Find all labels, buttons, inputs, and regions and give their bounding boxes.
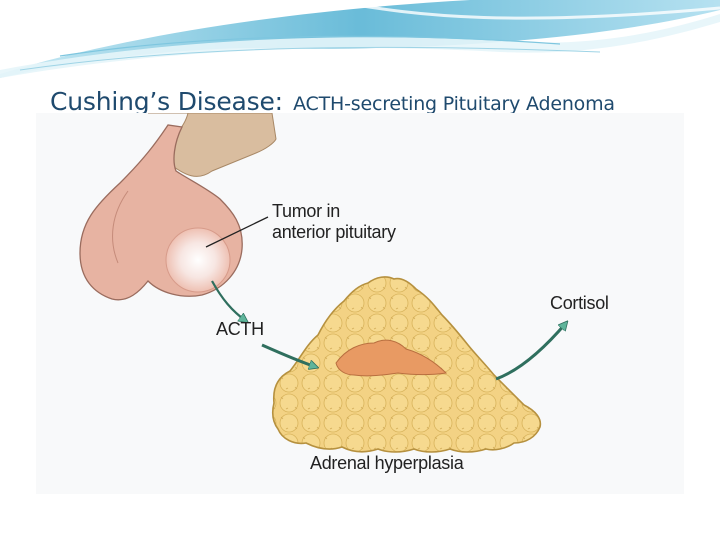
adrenal-gland (272, 276, 542, 453)
tumor-label-line2: anterior pituitary (272, 222, 396, 242)
slide-title: Cushing’s Disease: ACTH-secreting Pituit… (50, 80, 615, 118)
acth-arrow (211, 280, 246, 321)
cushing-diagram-illustration (79, 113, 684, 453)
slide-title-sub: ACTH-secreting Pituitary Adenoma (293, 93, 615, 115)
adrenal-hyperplasia-label: Adrenal hyperplasia (310, 453, 464, 473)
header-swoosh-decoration (0, 0, 720, 78)
cortisol-arrow (495, 323, 566, 381)
pituitary-gland (79, 113, 277, 301)
tumor-label-line1: Tumor in (272, 201, 340, 221)
slide-title-main: Cushing’s Disease: (50, 87, 283, 116)
tumor-pointer-line (205, 216, 269, 248)
tumor-label: Tumor in anterior pituitary (272, 201, 396, 243)
cushing-diagram: Tumor in anterior pituitary ACTH Cortiso… (36, 113, 684, 494)
acth-label: ACTH (216, 319, 264, 339)
cortisol-label: Cortisol (550, 293, 609, 313)
acth-to-adrenal-arrow (261, 343, 316, 367)
pituitary-tumor (165, 227, 231, 293)
